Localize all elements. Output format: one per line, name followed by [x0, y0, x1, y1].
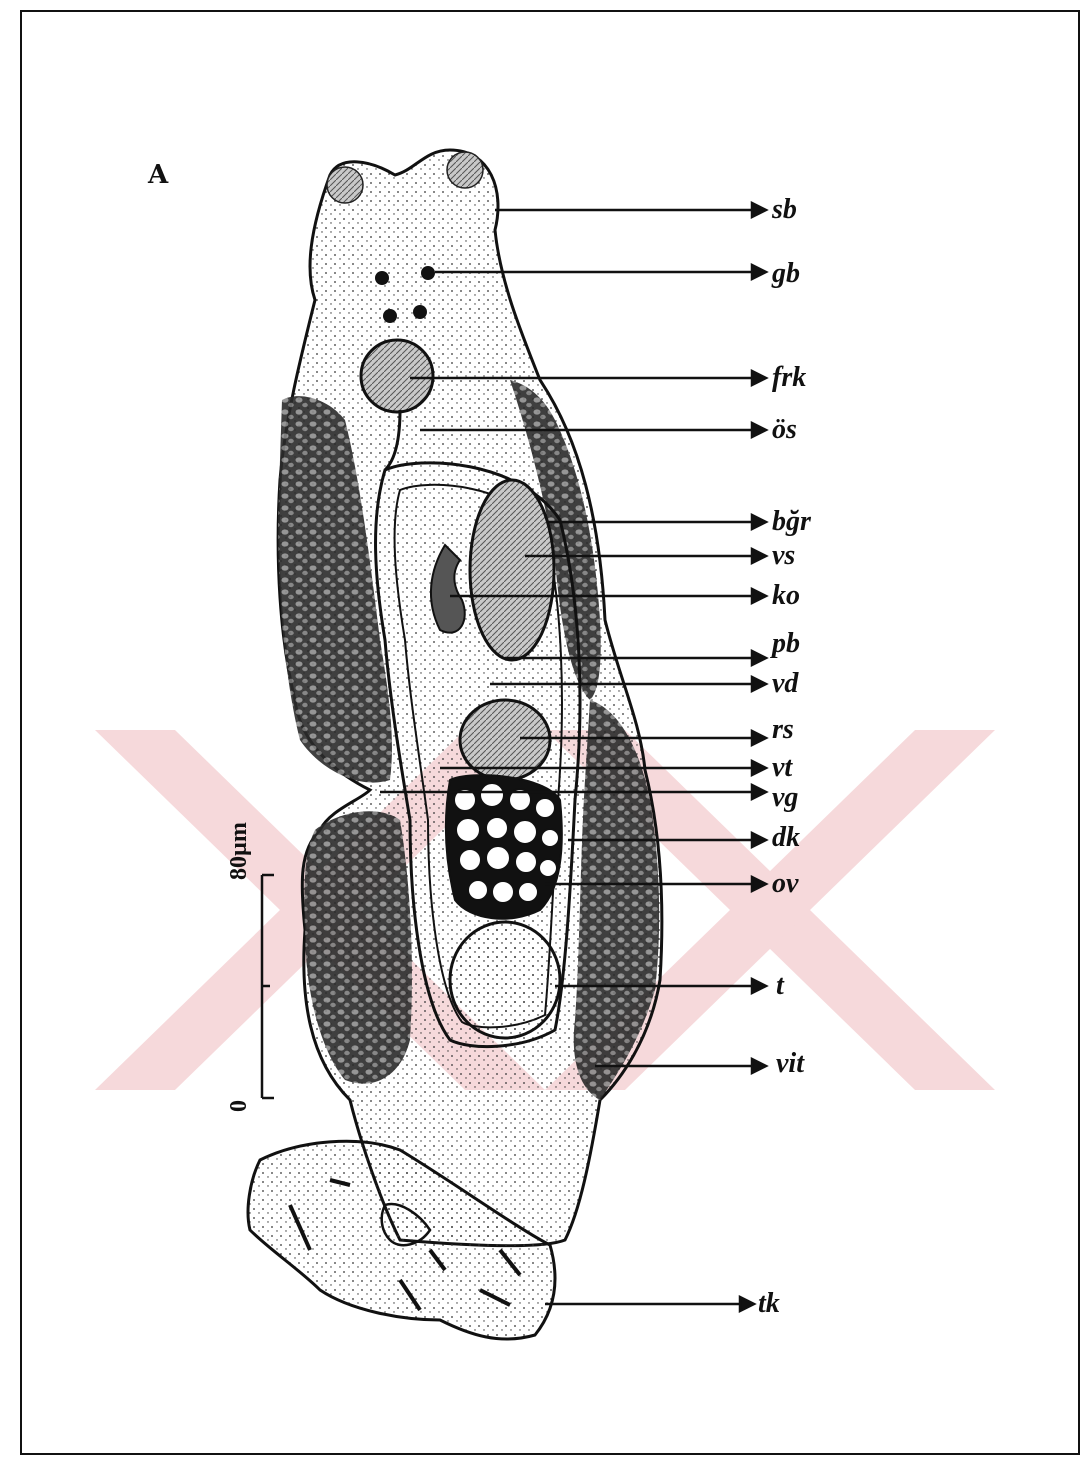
pharynx — [361, 340, 433, 412]
label-vd: vd — [772, 670, 798, 698]
label-t: t — [776, 972, 784, 1000]
testis — [450, 922, 560, 1038]
label-pb: pb — [772, 630, 800, 658]
label-vs: vs — [772, 542, 795, 570]
label-frk: frk — [772, 364, 806, 392]
eye-spot-3 — [383, 309, 397, 323]
label-ov: ov — [772, 870, 798, 898]
label-tk: tk — [758, 1290, 780, 1318]
label-dk: dk — [772, 824, 800, 852]
eye-spot-1 — [375, 271, 389, 285]
label-os: ös — [772, 416, 797, 444]
panel-letter: A — [148, 160, 168, 190]
label-gb: gb — [772, 260, 800, 288]
label-vg: vg — [772, 784, 798, 812]
eye-spot-4 — [413, 305, 427, 319]
sucker-right — [447, 152, 483, 188]
eye-spot-2 — [421, 266, 435, 280]
label-ko: ko — [772, 582, 800, 610]
label-bgr: bğr — [772, 508, 811, 536]
label-rs: rs — [772, 716, 794, 744]
scale-top-label: 80µm — [226, 822, 253, 880]
seminal-vesicle — [470, 480, 554, 660]
scale-bottom-label: 0 — [226, 1100, 253, 1112]
label-vt: vt — [772, 754, 792, 782]
sucker-left — [327, 167, 363, 203]
label-sb: sb — [772, 196, 797, 224]
label-vit: vit — [776, 1050, 804, 1078]
